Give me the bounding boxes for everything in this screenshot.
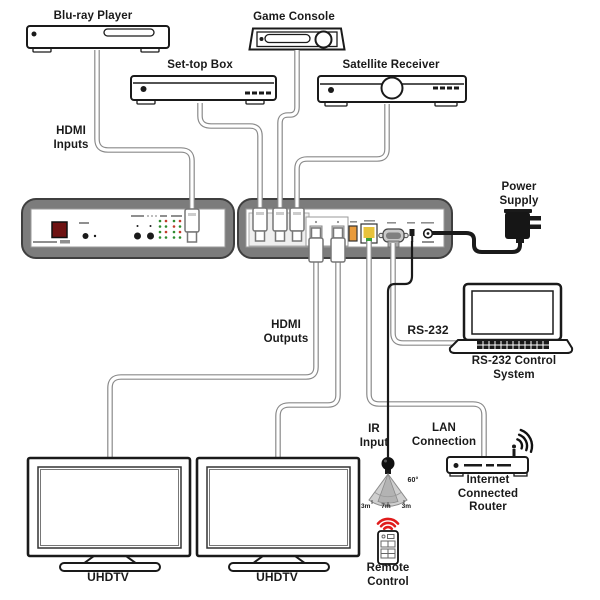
wifi-icon xyxy=(516,428,534,453)
laptop-keyboard xyxy=(477,341,549,349)
hdmi-inputs-label: HDMI Inputs xyxy=(53,125,89,151)
tv-screen xyxy=(206,466,351,549)
hdmi-plug-input1 xyxy=(252,207,268,242)
power-supply-label: Power Supply xyxy=(499,181,539,207)
hdmi-plug-output2 xyxy=(330,227,346,263)
cable-power xyxy=(432,231,522,254)
tv-screen xyxy=(37,466,182,549)
bluray-label: Blu-ray Player xyxy=(53,10,133,22)
receiver-dial xyxy=(380,76,404,100)
disc-slot xyxy=(264,33,311,44)
remote-label: Remote Control xyxy=(366,562,410,588)
ir-eye-icon xyxy=(381,457,395,470)
front-buttons xyxy=(433,86,459,90)
uhdtv-left-label: UHDTV xyxy=(87,570,129,584)
lan-connection-label: LAN Connection xyxy=(411,422,477,448)
ethernet-port xyxy=(360,223,378,244)
ir-distance-right: 3m xyxy=(401,503,411,510)
laptop-device xyxy=(448,282,574,354)
hdmi-plug-input2 xyxy=(272,207,288,242)
cable-game-to-input2 xyxy=(277,50,300,213)
satellite-receiver-device xyxy=(317,75,467,107)
usb-port xyxy=(348,225,358,242)
bluray-player-device xyxy=(26,25,170,53)
ir-distance-center: 7m xyxy=(381,503,391,510)
power-led xyxy=(31,31,37,37)
console-dial xyxy=(314,30,333,49)
ir-receiver xyxy=(368,457,408,507)
panel-legends xyxy=(131,215,182,217)
settop-label: Set-top Box xyxy=(167,59,233,71)
satellite-label: Satellite Receiver xyxy=(342,59,440,71)
rs232-cable-label: RS-232 xyxy=(407,323,449,337)
power-button xyxy=(82,233,89,239)
cable-output2-to-right-tv xyxy=(275,255,341,460)
select-button-1 xyxy=(134,232,141,240)
front-buttons xyxy=(245,91,271,95)
cable-settop-to-input1 xyxy=(197,103,263,213)
hdmi-plug-front xyxy=(184,208,200,243)
laptop-screen xyxy=(471,290,554,335)
router-label: Internet Connected Router xyxy=(457,474,519,514)
led-indicators xyxy=(158,219,182,239)
ir-angle-label: 60° xyxy=(407,477,419,484)
game-console-label: Game Console xyxy=(253,11,335,23)
cable-ir-extender xyxy=(386,241,414,457)
cable-bluray-to-matrix xyxy=(94,50,195,213)
power-adapter xyxy=(504,209,541,243)
ir-distance-labels: 3m 7m 3m xyxy=(361,503,411,510)
uhdtv-right-device xyxy=(195,456,361,572)
router-antenna-icon xyxy=(512,444,516,458)
hdmi-plug-input3 xyxy=(289,207,305,242)
disc-tray xyxy=(103,28,155,37)
hdmi-plug-output1 xyxy=(308,227,324,263)
port-legends xyxy=(350,220,434,224)
game-console-device xyxy=(248,27,346,51)
ir-beam-icon xyxy=(376,517,400,531)
cable-output1-to-left-tv xyxy=(107,255,319,460)
ir-distance-left: 3m xyxy=(361,503,371,510)
hdmi-outputs-label: HDMI Outputs xyxy=(263,319,309,345)
cable-rs232-to-laptop xyxy=(390,243,462,346)
remote-control-device xyxy=(376,517,400,565)
settop-box-device xyxy=(130,75,277,105)
cable-lan-to-router xyxy=(366,241,487,459)
select-button-2 xyxy=(147,232,154,240)
router-device xyxy=(446,428,534,477)
uhdtv-left-device xyxy=(26,456,192,572)
ir-jack-port xyxy=(409,229,415,242)
rs232-system-label: RS-232 Control System xyxy=(471,355,557,381)
uhdtv-right-label: UHDTV xyxy=(256,570,298,584)
matrix-front-panel xyxy=(21,198,235,259)
ir-window xyxy=(51,221,68,239)
ir-input-label: IR Input xyxy=(359,423,389,449)
cable-satellite-to-input3 xyxy=(294,104,390,213)
